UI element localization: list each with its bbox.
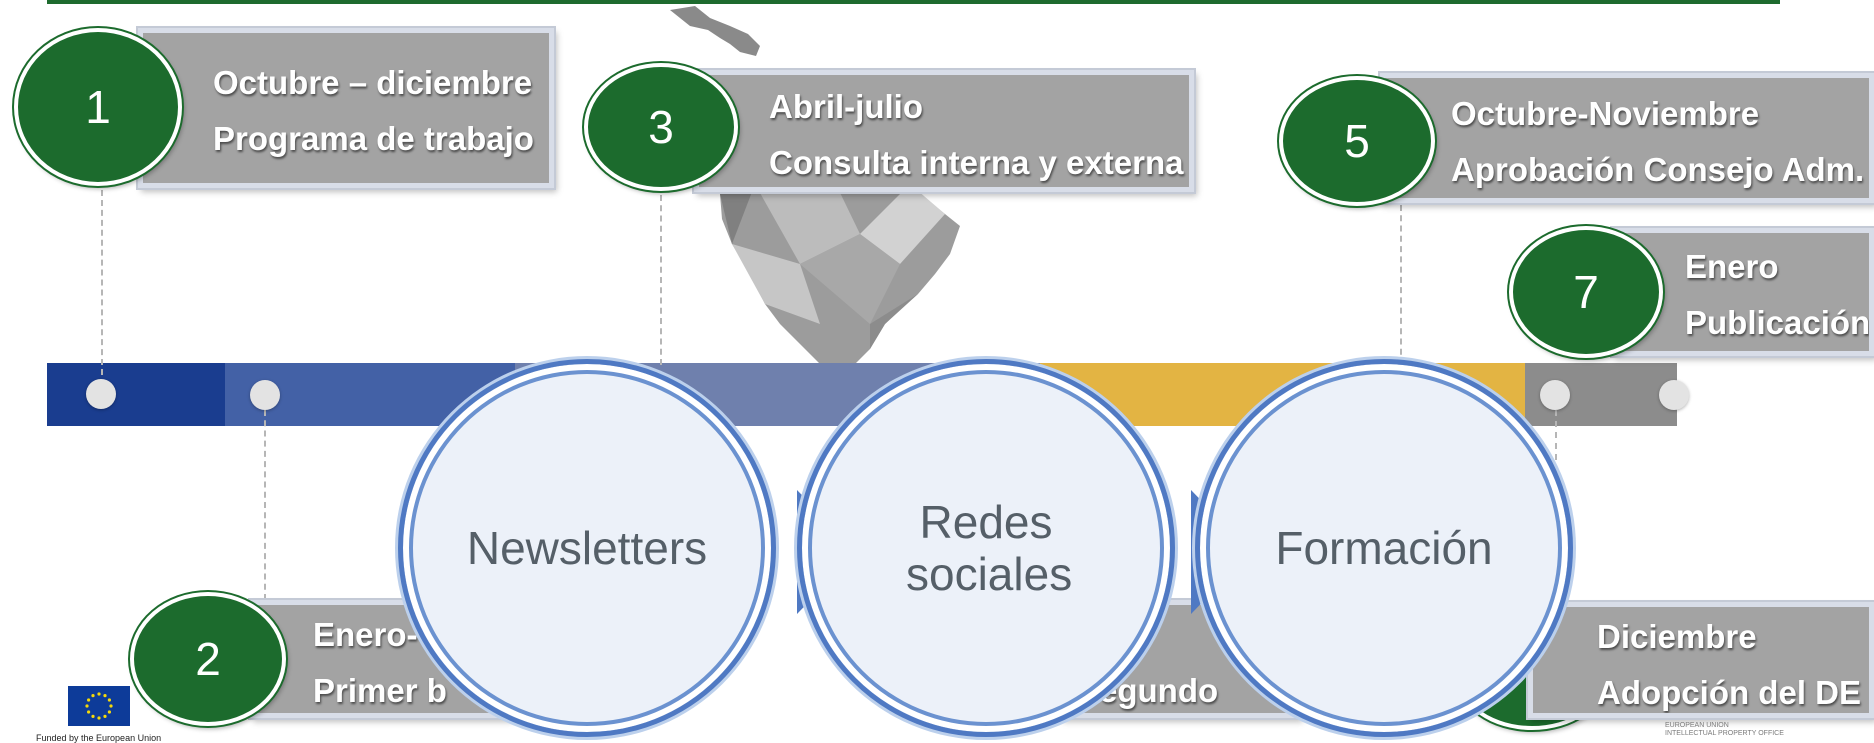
milestone-5-task: Aprobación Consejo Adm.: [1451, 151, 1865, 188]
channel-training: Formación: [1195, 359, 1573, 737]
milestone-2-box: Enero- Primer b: [250, 600, 510, 718]
milestone-3-period: Abril-julio: [769, 88, 923, 125]
milestone-2-period: Enero-: [313, 616, 418, 653]
milestone-5-box: Octubre-Noviembre Aprobación Consejo Adm…: [1380, 73, 1874, 203]
milestone-2-number: 2: [130, 592, 286, 726]
milestone-6-task: Adopción del DE: [1597, 674, 1861, 711]
timeline-dot: [1659, 380, 1689, 410]
euipo-line-2: INTELLECTUAL PROPERTY OFFICE: [1665, 730, 1784, 737]
milestone-5-period: Octubre-Noviembre: [1451, 95, 1760, 132]
milestone-1-box: Octubre – diciembre Programa de trabajo: [138, 28, 554, 188]
timeline-dot: [1540, 380, 1570, 410]
euipo-line-1: EUROPEAN UNION: [1665, 722, 1729, 729]
euipo-logo: EUROPEAN UNION INTELLECTUAL PROPERTY OFF…: [1665, 722, 1784, 738]
milestone-2-task: Primer b: [313, 672, 447, 709]
milestone-6-box: Diciembre Adopción del DE: [1528, 602, 1874, 718]
channel-social-media: Redes sociales: [797, 359, 1175, 737]
milestone-5-number: 5: [1279, 76, 1435, 206]
latin-america-map-icon: [670, 6, 960, 364]
connector-line: [1555, 410, 1557, 460]
top-accent-bar: [47, 0, 1780, 4]
channel-label: Formación: [1275, 522, 1493, 574]
connector-line: [101, 190, 103, 375]
eu-funding-text: Funded by the European Union: [36, 733, 162, 743]
connector-line: [660, 195, 662, 365]
milestone-7-number: 7: [1509, 226, 1663, 358]
milestone-1-number: 1: [14, 28, 182, 186]
timeline-dot: [250, 380, 280, 410]
timeline-segment-1: [47, 363, 225, 426]
channel-newsletters: Newsletters: [398, 359, 776, 737]
milestone-7-period: Enero: [1685, 248, 1779, 285]
milestone-7-task: Publicación: [1685, 304, 1871, 341]
milestone-1-task: Programa de trabajo: [213, 120, 534, 157]
milestone-1-period: Octubre – diciembre: [213, 64, 533, 101]
channel-label: Redes sociales: [906, 496, 1073, 600]
channel-label: Newsletters: [466, 522, 708, 574]
milestone-3-box: Abril-julio Consulta interna y externa: [694, 70, 1194, 192]
connector-line: [1400, 205, 1402, 365]
eu-flag-icon: [68, 686, 130, 726]
milestone-3-number: 3: [584, 63, 738, 191]
timeline-dot: [86, 379, 116, 409]
milestone-3-task: Consulta interna y externa: [769, 144, 1184, 181]
connector-line: [264, 410, 266, 600]
milestone-6-period: Diciembre: [1597, 618, 1757, 655]
